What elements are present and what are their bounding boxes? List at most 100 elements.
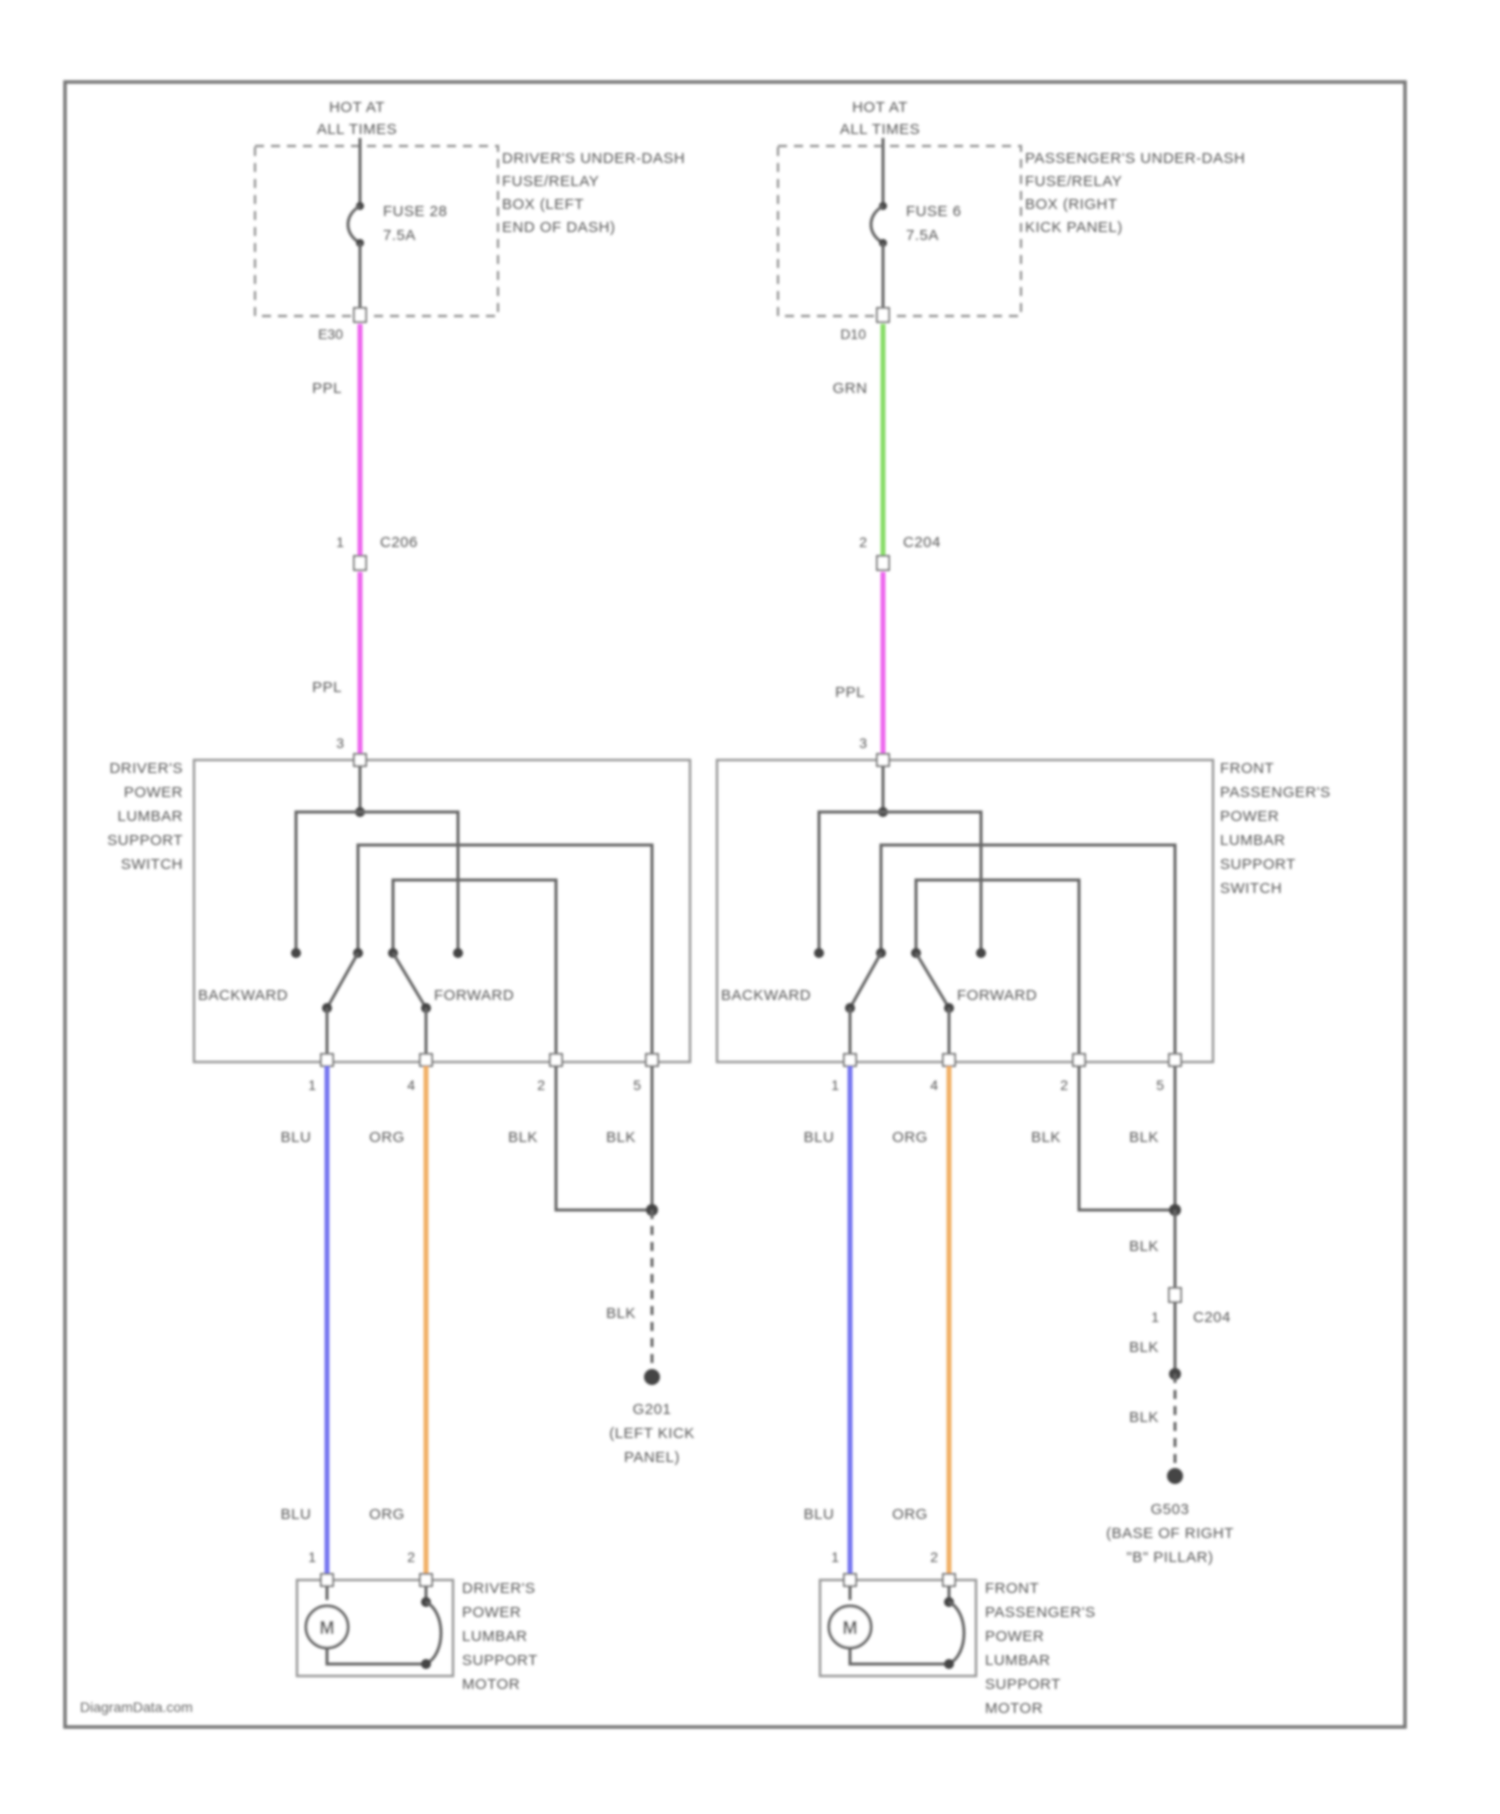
left-fuse-box-label-1: DRIVER'S UNDER-DASH (502, 150, 685, 167)
left-motor-name-3: LUMBAR (462, 1628, 528, 1645)
left-ground-name-2: (LEFT KICK (609, 1425, 695, 1442)
right-fuse-pin: D10 (840, 326, 866, 342)
left-backward-contact (327, 953, 358, 1008)
right-switch-name-3: POWER (1220, 808, 1279, 825)
right-ground-wire-label-2: BLK (1129, 1339, 1159, 1356)
left-switch-name-1: DRIVER'S (109, 760, 183, 777)
right-motor-name-6: MOTOR (985, 1700, 1043, 1717)
right-backward-label: BACKWARD (721, 987, 811, 1004)
left-fuse-box-label-4: END OF DASH) (502, 219, 616, 236)
left-hot-label-1: HOT AT (329, 99, 385, 116)
right-switch-name-6: SWITCH (1220, 880, 1282, 897)
right-ground-name-2: (BASE OF RIGHT (1106, 1525, 1234, 1542)
left-circuit: HOT AT ALL TIMES DRIVER'S UNDER-DASH FUS… (107, 99, 695, 1693)
right-motor-pin-1: 1 (831, 1549, 839, 1565)
left-wire-mid-label: PPL (312, 679, 342, 696)
right-ground-icon (1167, 1468, 1183, 1484)
left-fuse-label-2: 7.5A (383, 227, 416, 244)
right-motor-pin-terminal-2 (943, 1574, 955, 1586)
right-switch-in-terminal (877, 754, 889, 766)
right-switch-name-5: SUPPORT (1220, 856, 1296, 873)
right-hot-label-2: ALL TIMES (840, 121, 920, 138)
right-motor-name-1: FRONT (985, 1580, 1039, 1597)
right-switch-name-4: LUMBAR (1220, 832, 1286, 849)
left-switch-box (194, 760, 690, 1062)
right-connector-2-pin: 1 (1151, 1309, 1159, 1325)
left-ground-icon (644, 1369, 660, 1385)
right-motor-name-3: POWER (985, 1628, 1044, 1645)
left-pin-terminal-1 (321, 1054, 333, 1066)
right-pin-terminal-5 (1169, 1054, 1181, 1066)
right-fuse-box-label-3: BOX (RIGHT (1025, 196, 1118, 213)
left-motor-name-1: DRIVER'S (462, 1580, 536, 1597)
right-fuse-box-label-4: KICK PANEL) (1025, 219, 1123, 236)
right-connector-pin: 2 (859, 534, 867, 550)
right-motor-pin-2: 2 (930, 1549, 938, 1565)
right-connector-name: C204 (903, 534, 941, 551)
left-switch-name-5: SWITCH (121, 856, 183, 873)
right-wire-label-org: ORG (892, 1129, 928, 1146)
left-fuse-box-label-3: BOX (LEFT (502, 196, 584, 213)
right-fuse-pin-terminal (877, 308, 889, 322)
right-motor-wire-label-blu: BLU (804, 1506, 835, 1523)
left-wire-label-blk-1: BLK (508, 1129, 538, 1146)
right-ground-wire-label-1: BLK (1129, 1238, 1159, 1255)
left-ground-name-1: G201 (633, 1401, 672, 1418)
right-motor-name-2: PASSENGER'S (985, 1604, 1096, 1621)
left-motor-name-2: POWER (462, 1604, 521, 1621)
right-fuse-box-label-1: PASSENGER'S UNDER-DASH (1025, 150, 1245, 167)
left-motor-wire-label-org: ORG (369, 1506, 405, 1523)
right-ground-name-1: G503 (1151, 1501, 1190, 1518)
watermark: DiagramData.com (80, 1699, 193, 1715)
left-fuse-label-1: FUSE 28 (383, 203, 447, 220)
right-circuit: HOT AT ALL TIMES PASSENGER'S UNDER-DASH … (717, 99, 1331, 1717)
left-motor-name-4: SUPPORT (462, 1652, 538, 1669)
left-motor-symbol: M (320, 1618, 335, 1638)
left-pin-terminal-4 (420, 1054, 432, 1066)
right-wire-label-blk-1: BLK (1031, 1129, 1061, 1146)
left-wire-label-org: ORG (369, 1129, 405, 1146)
left-switch-name-3: LUMBAR (117, 808, 183, 825)
left-pin-2: 2 (537, 1077, 545, 1093)
right-pin-4: 4 (930, 1077, 938, 1093)
left-switch-in-pin: 3 (336, 735, 344, 751)
right-connector-2-icon (1169, 1288, 1181, 1302)
diagram-border (65, 82, 1405, 1727)
left-connector-name: C206 (380, 534, 418, 551)
right-pin-terminal-2 (1073, 1054, 1085, 1066)
left-switch-name-4: SUPPORT (107, 832, 183, 849)
right-pin-2: 2 (1060, 1077, 1068, 1093)
right-fuse-box-label-2: FUSE/RELAY (1025, 173, 1122, 190)
right-ground-name-3: "B" PILLAR) (1126, 1549, 1213, 1566)
right-connector-icon (877, 556, 889, 570)
left-pin-terminal-5 (646, 1054, 658, 1066)
right-switch-name-2: PASSENGER'S (1220, 784, 1331, 801)
left-motor-pin-terminal-1 (321, 1574, 333, 1586)
right-pin-terminal-1 (844, 1054, 856, 1066)
right-forward-label: FORWARD (957, 987, 1037, 1004)
left-motor-pin-terminal-2 (420, 1574, 432, 1586)
right-pin-1: 1 (831, 1077, 839, 1093)
left-pin-5: 5 (633, 1077, 641, 1093)
right-motor-name-4: LUMBAR (985, 1652, 1051, 1669)
right-backward-contact (850, 953, 881, 1008)
left-switch-name-2: POWER (124, 784, 183, 801)
left-hot-label-2: ALL TIMES (317, 121, 397, 138)
right-pin-5: 5 (1156, 1077, 1164, 1093)
left-ground-wire-label: BLK (606, 1305, 636, 1322)
right-fuse-label-2: 7.5A (906, 227, 939, 244)
left-wire-top-label: PPL (312, 380, 342, 397)
right-switch-box (717, 760, 1213, 1062)
right-hot-label-1: HOT AT (852, 99, 908, 116)
left-fuse-box (255, 146, 498, 316)
right-fuse-box (778, 146, 1021, 316)
left-fuse-pin: E30 (318, 326, 343, 342)
left-fuse-box-label-2: FUSE/RELAY (502, 173, 599, 190)
right-ground-wire-label-3: BLK (1129, 1409, 1159, 1426)
left-forward-label: FORWARD (434, 987, 514, 1004)
right-wire-mid-label: PPL (835, 684, 865, 701)
right-wire-top-label: GRN (833, 380, 868, 397)
right-motor-name-5: SUPPORT (985, 1676, 1061, 1693)
left-pin-1: 1 (308, 1077, 316, 1093)
